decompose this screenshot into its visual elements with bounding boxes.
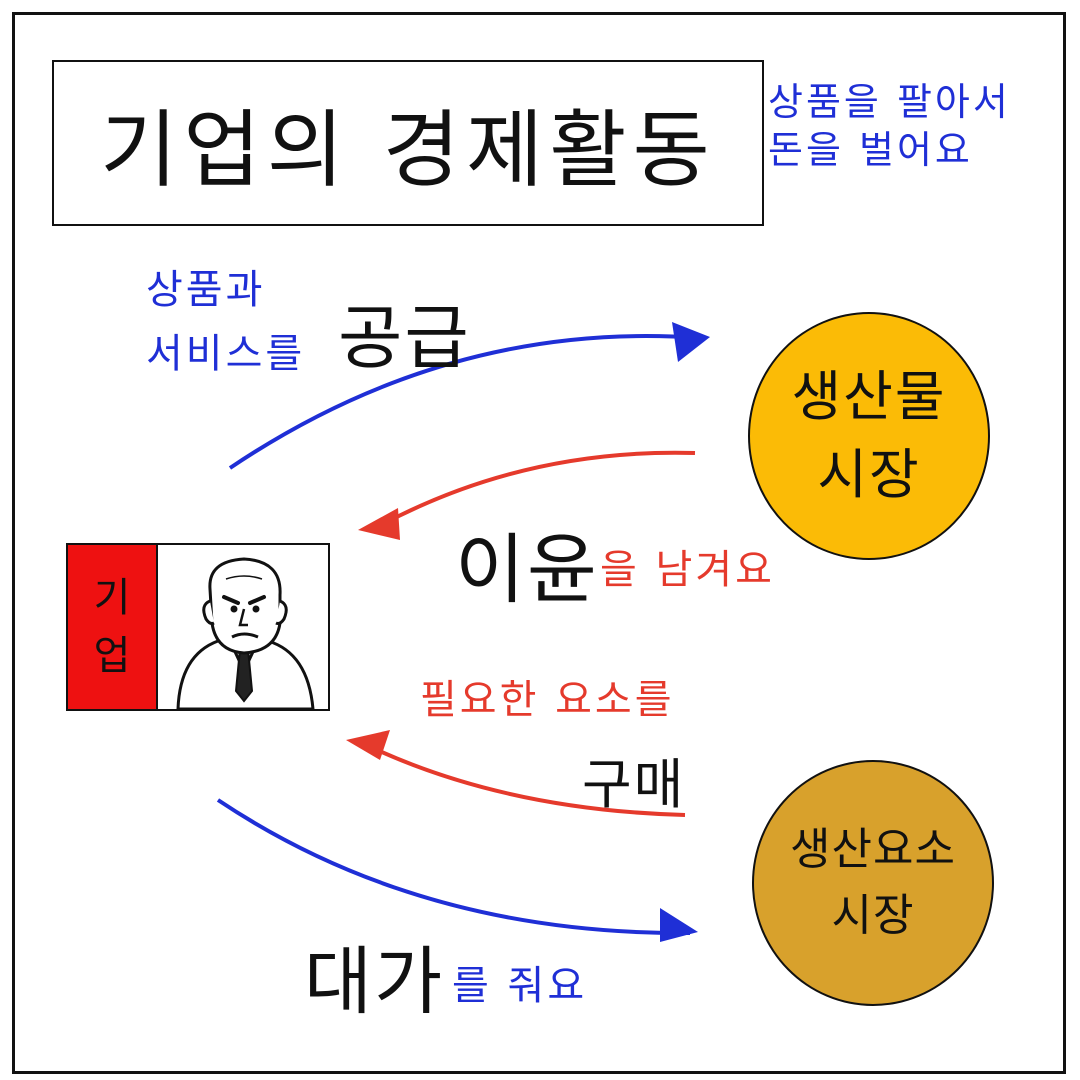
supply-small-line2: 서비스를: [146, 331, 306, 377]
product-market-line2: 시장: [817, 443, 921, 506]
supply-big-label: 공급: [338, 297, 471, 379]
pay-arrowhead: [660, 908, 698, 942]
profit-arrow-line: [371, 450, 696, 532]
purchase-small-label: 필요한 요소를: [420, 677, 675, 723]
page-title: 기업의 경제활동: [100, 100, 716, 199]
supply-small-line1: 상품과: [146, 267, 266, 313]
firm-card: 기 업: [66, 543, 330, 711]
businessman-avatar: [176, 557, 315, 709]
firm-label: 기 업: [68, 545, 158, 709]
purchase-arrow-line: [359, 740, 686, 817]
purchase-arrowhead: [346, 730, 390, 760]
purchase-big-label: 구매: [582, 753, 686, 816]
firm-label-char1: 기: [93, 575, 131, 621]
profit-big-label: 이윤: [455, 525, 599, 614]
supply-arrowhead: [672, 322, 710, 362]
pay-small-label: 를 줘요: [452, 963, 588, 1009]
side-note-line2: 돈을 벌어요: [768, 128, 973, 172]
product-market-circle: 생산물 시장: [748, 312, 990, 560]
supply-arrow-line: [228, 334, 701, 470]
side-note-line1: 상품을 팔아서: [768, 80, 1011, 124]
firm-label-char2: 업: [93, 633, 131, 679]
side-note: 상품을 팔아서 돈을 벌어요: [768, 78, 1011, 174]
title-box: 기업의 경제활동: [52, 60, 764, 226]
supply-small-label: 상품과 서비스를: [146, 258, 305, 386]
pay-arrow-line: [216, 798, 691, 936]
factor-market-line1: 생산요소: [790, 824, 956, 875]
factor-market-line2: 시장: [831, 890, 915, 941]
factor-market-circle: 생산요소 시장: [752, 760, 994, 1006]
pay-big-label: 대가: [304, 939, 445, 1025]
profit-arrowhead: [358, 508, 400, 540]
product-market-line1: 생산물: [791, 365, 947, 428]
profit-small-label: 을 남겨요: [600, 547, 775, 593]
